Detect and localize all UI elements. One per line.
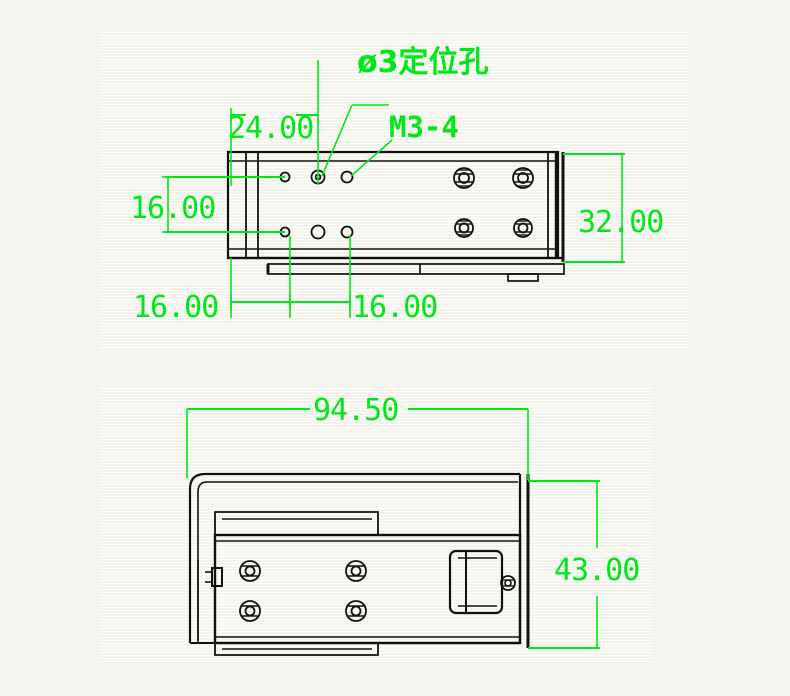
dimension-94-50: 94.50 xyxy=(313,393,398,428)
tapped-hole-group xyxy=(453,167,534,238)
dimension-16-right: 16.00 xyxy=(352,290,437,325)
dimension-16-vertical: 16.00 xyxy=(130,191,215,226)
thread-label-m3: M3-4 xyxy=(389,110,459,144)
mounting-screw-group xyxy=(239,560,367,622)
top-view-panel xyxy=(100,32,688,348)
dimension-24: 24.00 xyxy=(228,111,313,146)
side-view-dimensions xyxy=(186,408,600,649)
side-view-panel xyxy=(100,388,652,662)
side-view-geometry xyxy=(188,472,530,656)
dimension-43: 43.00 xyxy=(554,553,639,588)
top-view-geometry xyxy=(226,150,565,282)
top-view-dimensions xyxy=(162,60,625,318)
drawing-title: ø3定位孔 xyxy=(357,45,488,80)
connector-block xyxy=(448,549,516,615)
dimension-16-left: 16.00 xyxy=(133,290,218,325)
dimension-32: 32.00 xyxy=(578,205,663,240)
